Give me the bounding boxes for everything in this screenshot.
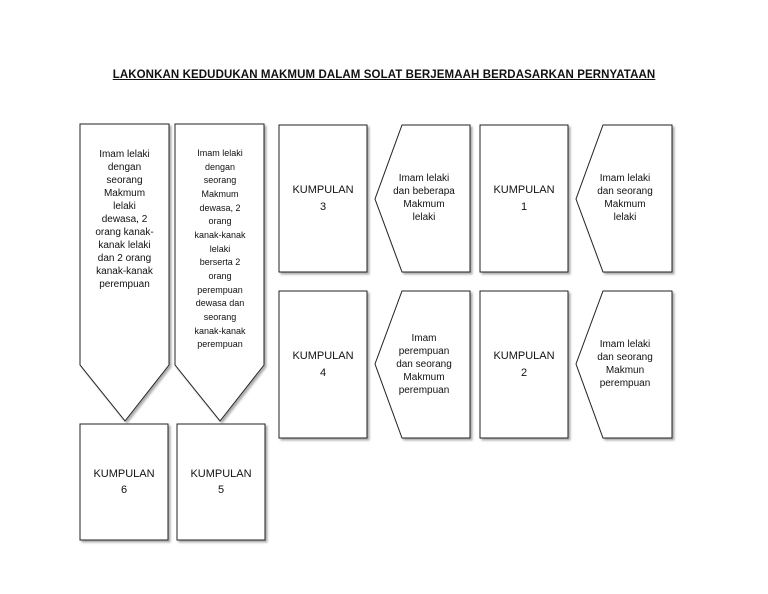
group-label-5: KUMPULAN 5	[190, 467, 252, 497]
statement-shape-k2	[575, 290, 673, 439]
group-label-2: KUMPULAN 2	[493, 350, 555, 379]
statement-col2: Imam lelaki dengan seorang Makmum dewasa…	[194, 148, 246, 350]
group-label-6: KUMPULAN 6	[93, 467, 155, 497]
statement-k4: Imam perempuan dan seorang Makmum peremp…	[396, 332, 452, 396]
statement-k1: Imam lelaki dan seorang Makmum lelaki	[597, 173, 653, 223]
group-box-3	[278, 124, 368, 273]
statement-k3: Imam lelaki dan beberapa Makmum lelaki	[393, 173, 455, 223]
statement-k2: Imam lelaki dan seorang Makmun perempuan	[597, 339, 653, 389]
statement-shape-k1	[575, 124, 673, 273]
group-label-4: KUMPULAN 4	[292, 350, 354, 379]
group-label-3: KUMPULAN 3	[292, 184, 354, 213]
statement-col1: Imam lelaki dengan seorang Makmum lelaki…	[95, 149, 154, 290]
group-box-4	[278, 290, 368, 439]
page-title: LAKONKAN KEDUDUKAN MAKMUM DALAM SOLAT BE…	[112, 69, 656, 81]
statement-shape-k3	[374, 124, 471, 273]
group-box-2	[479, 290, 569, 439]
group-label-1: KUMPULAN 1	[493, 184, 555, 213]
statement-shape-col1	[79, 123, 170, 422]
group-box-6	[79, 423, 169, 541]
group-box-1	[479, 124, 569, 273]
group-box-5	[176, 423, 266, 541]
statement-shape-col2	[174, 123, 265, 422]
statement-shape-k4	[374, 290, 471, 439]
